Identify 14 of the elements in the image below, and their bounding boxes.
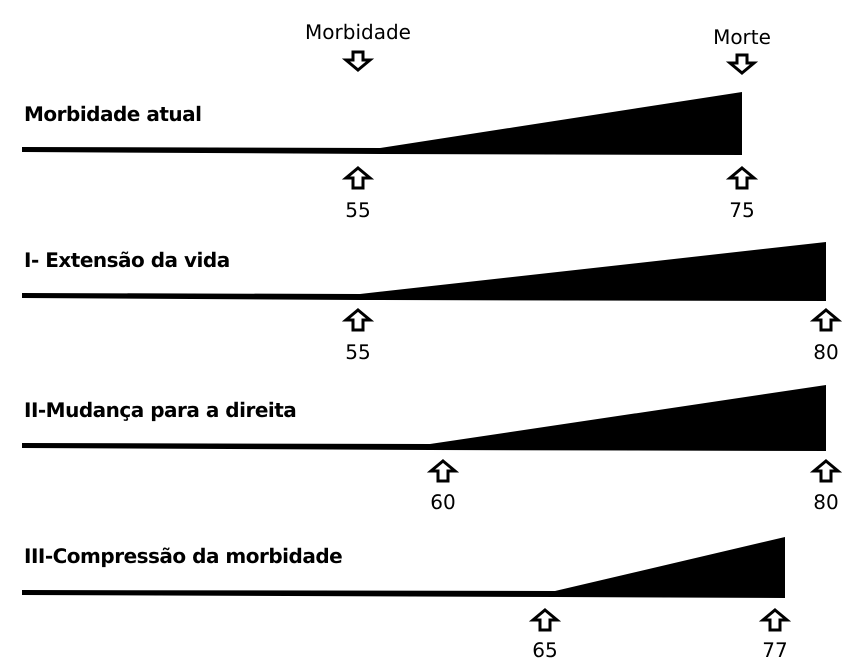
age-value: 75 xyxy=(729,200,755,220)
row-heading: II-Mudança para a direita xyxy=(24,400,296,420)
age-value: 55 xyxy=(345,200,371,220)
age-value: 60 xyxy=(430,492,456,512)
column-label: Morbidade xyxy=(305,22,411,42)
row-heading: III-Compressão da morbidade xyxy=(24,546,342,566)
age-value: 80 xyxy=(813,492,839,512)
age-value: 77 xyxy=(762,640,788,660)
row-heading: I- Extensão da vida xyxy=(24,250,230,270)
age-value: 80 xyxy=(813,342,839,362)
column-label: Morte xyxy=(713,27,771,47)
age-value: 55 xyxy=(345,342,371,362)
row-heading: Morbidade atual xyxy=(24,104,202,124)
age-value: 65 xyxy=(532,640,558,660)
